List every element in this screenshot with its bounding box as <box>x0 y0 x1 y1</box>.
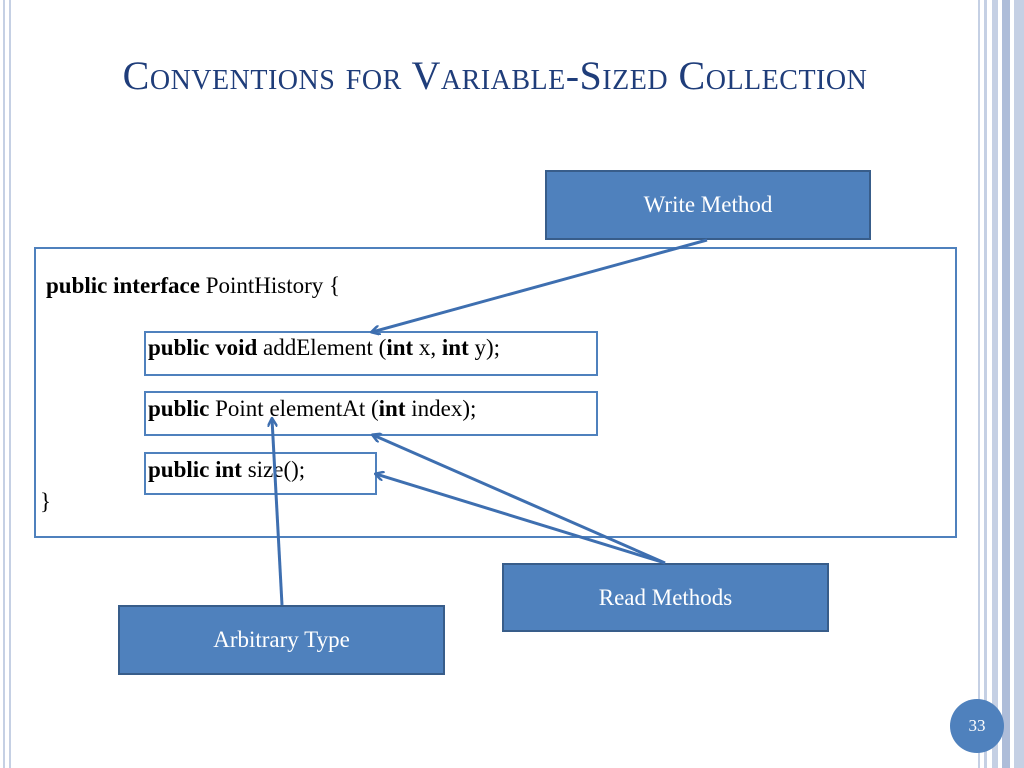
code-keyword: public void <box>148 335 258 360</box>
code-keyword: public <box>148 396 210 421</box>
code-text: addElement ( <box>257 335 387 360</box>
code-keyword: int <box>386 335 414 360</box>
read-methods-label: Read Methods <box>502 563 829 632</box>
code-text: PointHistory { <box>199 273 341 298</box>
right-frame-border <box>978 0 1024 768</box>
code-keyword: public int <box>148 457 242 482</box>
code-line-closing-brace: } <box>40 489 52 514</box>
arrow-read-element-at <box>373 435 666 565</box>
code-keyword: int <box>378 396 406 421</box>
code-line-element-at: public Point elementAt (int index); <box>148 396 476 422</box>
code-line-interface: public interface PointHistory { <box>46 273 340 299</box>
arbitrary-type-label-text: Arbitrary Type <box>213 627 350 652</box>
page-number: 33 <box>968 716 986 735</box>
code-keyword: int <box>441 335 469 360</box>
code-text: Point elementAt ( <box>209 396 379 421</box>
arbitrary-type-label: Arbitrary Type <box>118 605 445 675</box>
arrow-write-method <box>372 238 708 332</box>
code-keyword: public interface <box>46 273 200 298</box>
code-text: x, <box>413 335 442 360</box>
page-number-badge: 33 <box>950 699 1004 753</box>
slide-title: Conventions for Variable-Sized Collectio… <box>122 53 868 98</box>
code-text: y); <box>468 335 501 360</box>
write-method-label-text: Write Method <box>643 192 773 217</box>
read-methods-label-text: Read Methods <box>598 584 733 610</box>
code-line-size: public int size(); <box>148 457 305 483</box>
write-method-label: Write Method <box>545 170 871 240</box>
arrow-read-size <box>376 474 666 565</box>
left-frame-border <box>0 0 11 768</box>
code-line-add-element: public void addElement (int x, int y); <box>148 335 500 361</box>
arrow-arbitrary-type <box>272 419 284 606</box>
code-text: index); <box>405 396 477 421</box>
